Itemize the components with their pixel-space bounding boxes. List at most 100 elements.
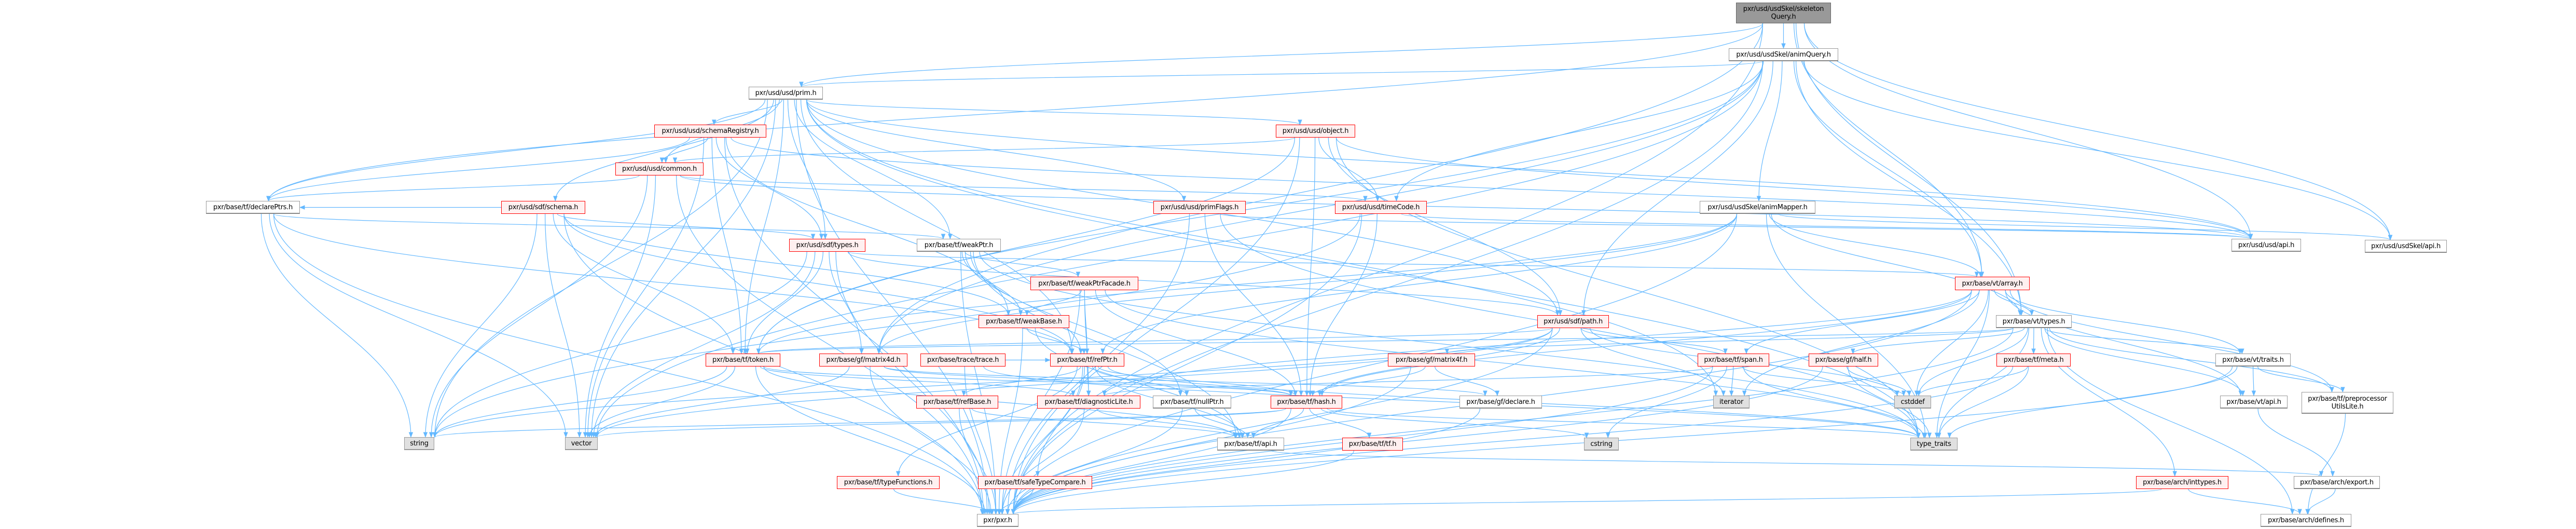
graph-node-type-functions[interactable]: pxr/base/tf/typeFunctions.h xyxy=(837,476,940,489)
graph-node-usd-api[interactable]: pxr/usd/usd/api.h xyxy=(2231,239,2301,252)
graph-node-safe-type-compare[interactable]: pxr/base/tf/safeTypeCompare.h xyxy=(978,476,1092,489)
edge-schema-registry-to-pxr xyxy=(724,137,986,515)
edge-half-to-type-traits xyxy=(1848,366,1932,439)
graph-node-inttypes[interactable]: pxr/base/arch/inttypes.h xyxy=(2136,476,2228,489)
graph-node-time-code[interactable]: pxr/usd/usd/timeCode.h xyxy=(1335,201,1427,214)
edge-vt-array-to-vt-types xyxy=(1994,290,2034,316)
graph-node-weak-ptr-facade[interactable]: pxr/base/tf/weakPtrFacade.h xyxy=(1030,277,1138,290)
graph-node-matrix4f[interactable]: pxr/base/gf/matrix4f.h xyxy=(1388,354,1475,367)
graph-node-type-traits[interactable]: type_traits xyxy=(1910,438,1958,451)
graph-node-object[interactable]: pxr/usd/usd/object.h xyxy=(1276,125,1355,138)
graph-node-null-ptr[interactable]: pxr/base/tf/nullPtr.h xyxy=(1153,396,1231,409)
graph-node-arch-export[interactable]: pxr/base/arch/export.h xyxy=(2294,476,2380,489)
graph-node-defines[interactable]: pxr/base/arch/defines.h xyxy=(2261,514,2351,527)
graph-node-ref-ptr[interactable]: pxr/base/tf/refPtr.h xyxy=(1050,354,1124,367)
graph-node-span[interactable]: pxr/base/tf/span.h xyxy=(1698,354,1769,367)
graph-node-anim-query[interactable]: pxr/usd/usdSkel/animQuery.h xyxy=(1729,48,1838,61)
edge-ref-ptr-to-type-functions xyxy=(896,366,1078,477)
graph-node-diag-lite[interactable]: pxr/base/tf/diagnosticLite.h xyxy=(1037,396,1140,409)
graph-node-vt-array[interactable]: pxr/base/vt/array.h xyxy=(1955,277,2030,290)
graph-node-cstddef[interactable]: cstddef xyxy=(1894,396,1931,409)
edge-sdf-schema-to-weak-base xyxy=(563,213,1011,316)
edge-span-to-iterator xyxy=(1729,366,1734,397)
edge-weak-ptr-to-weak-ptr-facade xyxy=(965,251,1081,278)
edge-vt-traits-to-type-traits xyxy=(1947,366,2238,439)
graph-node-ref-base[interactable]: pxr/base/tf/refBase.h xyxy=(916,396,998,409)
edge-prim-to-token xyxy=(742,99,784,355)
edge-prim-to-type-traits xyxy=(806,99,1921,439)
node-label: pxr/base/tf/meta.h xyxy=(2003,356,2064,364)
graph-node-pxr[interactable]: pxr/pxr.h xyxy=(977,514,1018,527)
node-label: pxr/base/tf/diagnosticLite.h xyxy=(1044,398,1133,406)
graph-node-tf-api[interactable]: pxr/base/tf/api.h xyxy=(1217,438,1284,451)
graph-node-matrix4d[interactable]: pxr/base/gf/matrix4d.h xyxy=(819,354,907,367)
node-label: pxr/base/tf/typeFunctions.h xyxy=(844,479,933,486)
graph-node-token[interactable]: pxr/base/tf/token.h xyxy=(706,354,780,367)
node-label: pxr/base/gf/matrix4f.h xyxy=(1395,356,1468,364)
edge-anim-mapper-to-vt-types xyxy=(1771,213,2022,316)
graph-node-half[interactable]: pxr/base/gf/half.h xyxy=(1809,354,1878,367)
node-label: pxr/base/vt/api.h xyxy=(2226,398,2281,406)
graph-node-schema-registry[interactable]: pxr/usd/usd/schemaRegistry.h xyxy=(654,125,766,138)
edge-meta-to-type-traits xyxy=(1936,366,2029,439)
edge-hash-to-type-traits xyxy=(1327,408,1921,439)
graph-node-meta[interactable]: pxr/base/tf/meta.h xyxy=(1996,354,2071,367)
graph-node-trace[interactable]: pxr/base/trace/trace.h xyxy=(920,354,1005,367)
edge-weak-ptr-to-weak-base xyxy=(961,251,1023,316)
graph-node-prim-flags[interactable]: pxr/usd/usd/primFlags.h xyxy=(1153,201,1246,214)
graph-node-vt-api[interactable]: pxr/base/vt/api.h xyxy=(2220,396,2288,409)
edge-prim-to-vector xyxy=(589,99,776,438)
node-label: pxr/base/tf/weakPtrFacade.h xyxy=(1038,279,1131,288)
graph-node-vt-types[interactable]: pxr/base/vt/types.h xyxy=(1996,315,2072,328)
edge-common-to-string xyxy=(429,175,648,438)
graph-node-declare-ptrs[interactable]: pxr/base/tf/declarePtrs.h xyxy=(206,201,300,214)
edge-matrix4f-to-hash xyxy=(1310,366,1426,397)
graph-node-usd-skel-api[interactable]: pxr/usd/usdSkel/api.h xyxy=(2365,240,2447,253)
graph-node-string[interactable]: string xyxy=(404,437,434,450)
edge-object-to-pxr xyxy=(1011,137,1300,515)
edge-sdf-schema-to-string xyxy=(423,213,538,438)
graph-node-prim[interactable]: pxr/usd/usd/prim.h xyxy=(749,87,823,100)
edge-token-to-string xyxy=(432,366,727,438)
graph-node-anim-mapper[interactable]: pxr/usd/usdSkel/animMapper.h xyxy=(1700,201,1815,214)
graph-node-cstring[interactable]: cstring xyxy=(1584,438,1619,451)
graph-node-tf[interactable]: pxr/base/tf/tf.h xyxy=(1342,438,1403,451)
edge-anim-query-to-vt-array xyxy=(1794,61,1985,278)
edge-declare-ptrs-to-string xyxy=(260,213,414,438)
graph-node-vt-traits[interactable]: pxr/base/vt/traits.h xyxy=(2215,354,2291,367)
graph-node-pp-utils[interactable]: pxr/base/tf/preprocessor UtilsLite.h xyxy=(2302,392,2393,414)
edge-sdf-types-to-token xyxy=(745,251,823,355)
edge-token-to-pxr xyxy=(755,366,987,515)
node-label: pxr/base/tf/preprocessor UtilsLite.h xyxy=(2308,395,2387,411)
edge-prim-to-usd-api xyxy=(806,99,2253,240)
node-label: iterator xyxy=(1719,398,1743,406)
edge-vt-array-to-iterator xyxy=(1742,290,1980,397)
edge-anim-mapper-to-vt-array xyxy=(1769,213,1983,278)
edge-object-to-type-traits xyxy=(1335,137,1921,439)
graph-node-weak-base[interactable]: pxr/base/tf/weakBase.h xyxy=(979,315,1069,328)
graph-node-gf-declare[interactable]: pxr/base/gf/declare.h xyxy=(1459,396,1542,409)
edge-skeleton-query-to-vt-array xyxy=(1794,23,1985,278)
edge-skeleton-query-to-usd-skel-api xyxy=(1803,23,2393,241)
node-label: pxr/base/tf/span.h xyxy=(1704,356,1763,364)
graph-node-sdf-types[interactable]: pxr/usd/sdf/types.h xyxy=(789,239,865,252)
edge-skeleton-query-to-vt-types xyxy=(1796,23,2024,316)
node-label: pxr/usd/usdSkel/animMapper.h xyxy=(1707,203,1808,211)
graph-node-weak-ptr[interactable]: pxr/base/tf/weakPtr.h xyxy=(917,239,1001,252)
edge-schema-registry-to-vector xyxy=(585,137,705,438)
graph-node-sdf-path[interactable]: pxr/usd/sdf/path.h xyxy=(1537,315,1609,328)
edge-weak-base-to-ref-ptr xyxy=(1027,328,1086,355)
edge-object-to-sdf-path xyxy=(1328,137,1563,316)
graph-node-sdf-schema[interactable]: pxr/usd/sdf/schema.h xyxy=(501,201,585,214)
edge-hash-to-string xyxy=(433,408,1286,438)
node-label: pxr/usd/usdSkel/skeleton Query.h xyxy=(1743,5,1824,21)
graph-node-hash[interactable]: pxr/base/tf/hash.h xyxy=(1271,396,1342,409)
graph-node-vector[interactable]: vector xyxy=(565,437,598,450)
edge-matrix4d-to-pxr xyxy=(870,366,994,515)
graph-node-iterator[interactable]: iterator xyxy=(1713,396,1750,409)
graph-node-common[interactable]: pxr/usd/usd/common.h xyxy=(615,162,704,175)
edge-token-to-hash xyxy=(763,366,1293,397)
node-label: pxr/usd/usdSkel/animQuery.h xyxy=(1736,50,1831,59)
graph-node-skeleton-query[interactable]: pxr/usd/usdSkel/skeleton Query.h xyxy=(1736,3,1831,23)
edge-ref-base-to-tf-api xyxy=(971,408,1238,439)
